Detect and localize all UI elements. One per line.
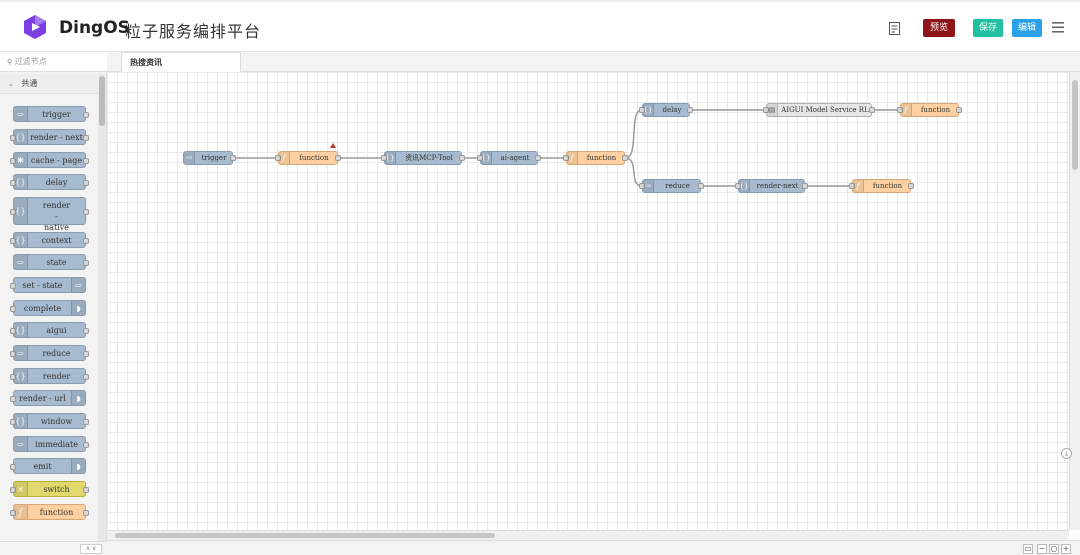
node-palette: ⚲ 过滤节点 ⌄ 共通 ⇨trigger {}render - next ✱ca…	[0, 52, 107, 555]
flow-node-delay[interactable]: {}delay	[639, 103, 693, 117]
palette-node-emit[interactable]: emit◗	[10, 458, 86, 474]
canvas-vertical-scrollbar[interactable]	[1069, 72, 1080, 530]
function-icon: ƒ	[279, 152, 290, 164]
code-icon: {}	[643, 104, 654, 116]
arrow-in-icon: ⇨	[14, 255, 28, 269]
palette-node-trigger[interactable]: ⇨trigger	[13, 106, 89, 122]
save-button[interactable]: 保存	[973, 19, 1003, 37]
palette-node-set-state[interactable]: set - state⇨	[10, 277, 86, 293]
code-icon: {}	[14, 233, 28, 247]
filter-placeholder: 过滤节点	[14, 57, 47, 66]
edit-button[interactable]: 编辑	[1012, 19, 1042, 37]
platform-title: 粒子服务编排平台	[125, 22, 262, 41]
arrow-in-icon: ⇨	[14, 437, 28, 451]
navigator-icon[interactable]: ▭	[1023, 544, 1033, 554]
function-icon: ƒ	[853, 180, 864, 192]
palette-footer: ∧ ∨	[0, 541, 107, 555]
zoom-reset-button[interactable]: ○	[1049, 544, 1059, 554]
code-icon: {}	[14, 175, 28, 189]
code-icon: {}	[14, 130, 28, 144]
notes-icon[interactable]	[889, 22, 901, 36]
brand-name: DingOS	[59, 18, 130, 38]
canvas-horizontal-scrollbar[interactable]	[107, 530, 1069, 540]
palette-node-switch[interactable]: ⤨switch	[10, 481, 89, 497]
search-icon: ⚲	[7, 58, 13, 66]
palette-node-render-native[interactable]: {}render - native	[10, 197, 89, 232]
zoom-in-button[interactable]: +	[1061, 544, 1071, 554]
category-label: 共通	[21, 79, 38, 88]
flow-node-ai-agent[interactable]: {}ai-agent	[477, 151, 541, 165]
chevron-down-icon: ⌄	[8, 80, 14, 88]
gear-icon: ✱	[14, 153, 28, 167]
palette-node-window[interactable]: {}window	[10, 413, 89, 429]
code-icon: {}	[14, 323, 28, 337]
arrow-in-icon: ⇨	[14, 346, 28, 360]
dingos-logo-icon	[24, 15, 46, 39]
flow-node-aigui-model[interactable]: ▤AIGUI Model Service RL	[763, 103, 875, 117]
palette-node-complete[interactable]: complete◗	[10, 300, 86, 316]
switch-icon: ⤨	[14, 482, 28, 496]
palette-node-render[interactable]: {}render	[10, 368, 89, 384]
flow-node-reduce[interactable]: ⇨reduce	[639, 179, 704, 193]
code-icon: {}	[14, 369, 28, 383]
palette-node-reduce[interactable]: ⇨reduce	[10, 345, 89, 361]
arrow-in-icon: ⇨	[184, 152, 195, 164]
tab-hot-news[interactable]: 热搜资讯	[121, 52, 241, 73]
function-icon: ƒ	[567, 152, 578, 164]
palette-node-cache-page[interactable]: ✱cache - page	[10, 152, 89, 168]
code-icon: {}	[14, 198, 28, 224]
warning-icon	[330, 143, 336, 148]
function-icon: ƒ	[901, 104, 912, 116]
palette-collapse-toggle[interactable]: ∧ ∨	[80, 544, 102, 554]
broadcast-icon: ◗	[71, 301, 85, 315]
app-header: DingOS 粒子服务编排平台 预览 保存 编辑	[0, 0, 1080, 52]
code-icon: {}	[14, 414, 28, 428]
palette-filter-input[interactable]: ⚲ 过滤节点	[0, 52, 107, 72]
flow-node-trigger[interactable]: ⇨trigger	[183, 151, 236, 165]
palette-category-common[interactable]: ⌄ 共通	[0, 74, 98, 94]
arrow-in-icon: ⇨	[643, 180, 654, 192]
flow-node-mcp-tool[interactable]: {}资讯MCP-Tool	[381, 151, 465, 165]
code-icon: {}	[481, 152, 492, 164]
flow-node-render-next[interactable]: {}render-next	[735, 179, 808, 193]
fit-view-icon[interactable]: ⤓	[1061, 448, 1072, 459]
menu-icon[interactable]	[1052, 22, 1064, 33]
code-icon: {}	[385, 152, 396, 164]
canvas-footer: ▭ − ○ +	[107, 540, 1080, 555]
palette-node-immediate[interactable]: ⇨immediate	[13, 436, 89, 452]
broadcast-icon: ◗	[71, 391, 85, 405]
palette-node-state[interactable]: ⇨state	[13, 254, 89, 270]
flow-tab-bar: 热搜资讯	[107, 52, 1080, 73]
broadcast-icon: ◗	[71, 459, 85, 473]
palette-node-delay[interactable]: {}delay	[10, 174, 89, 190]
palette-node-render-next[interactable]: {}render - next	[10, 129, 89, 145]
palette-node-context[interactable]: {}context	[10, 232, 89, 248]
zoom-out-button[interactable]: −	[1037, 544, 1047, 554]
palette-scrollbar[interactable]	[98, 74, 106, 544]
arrow-in-icon: ⇨	[14, 107, 28, 121]
code-icon: {}	[739, 180, 750, 192]
flow-canvas[interactable]	[107, 72, 1069, 530]
palette-node-render-url[interactable]: render - url◗	[10, 390, 86, 406]
preview-button[interactable]: 预览	[923, 19, 955, 37]
palette-node-aigui[interactable]: {}aigui	[10, 322, 89, 338]
model-icon: ▤	[767, 104, 778, 116]
arrow-out-icon: ⇨	[71, 278, 85, 292]
function-icon: ƒ	[14, 505, 28, 519]
